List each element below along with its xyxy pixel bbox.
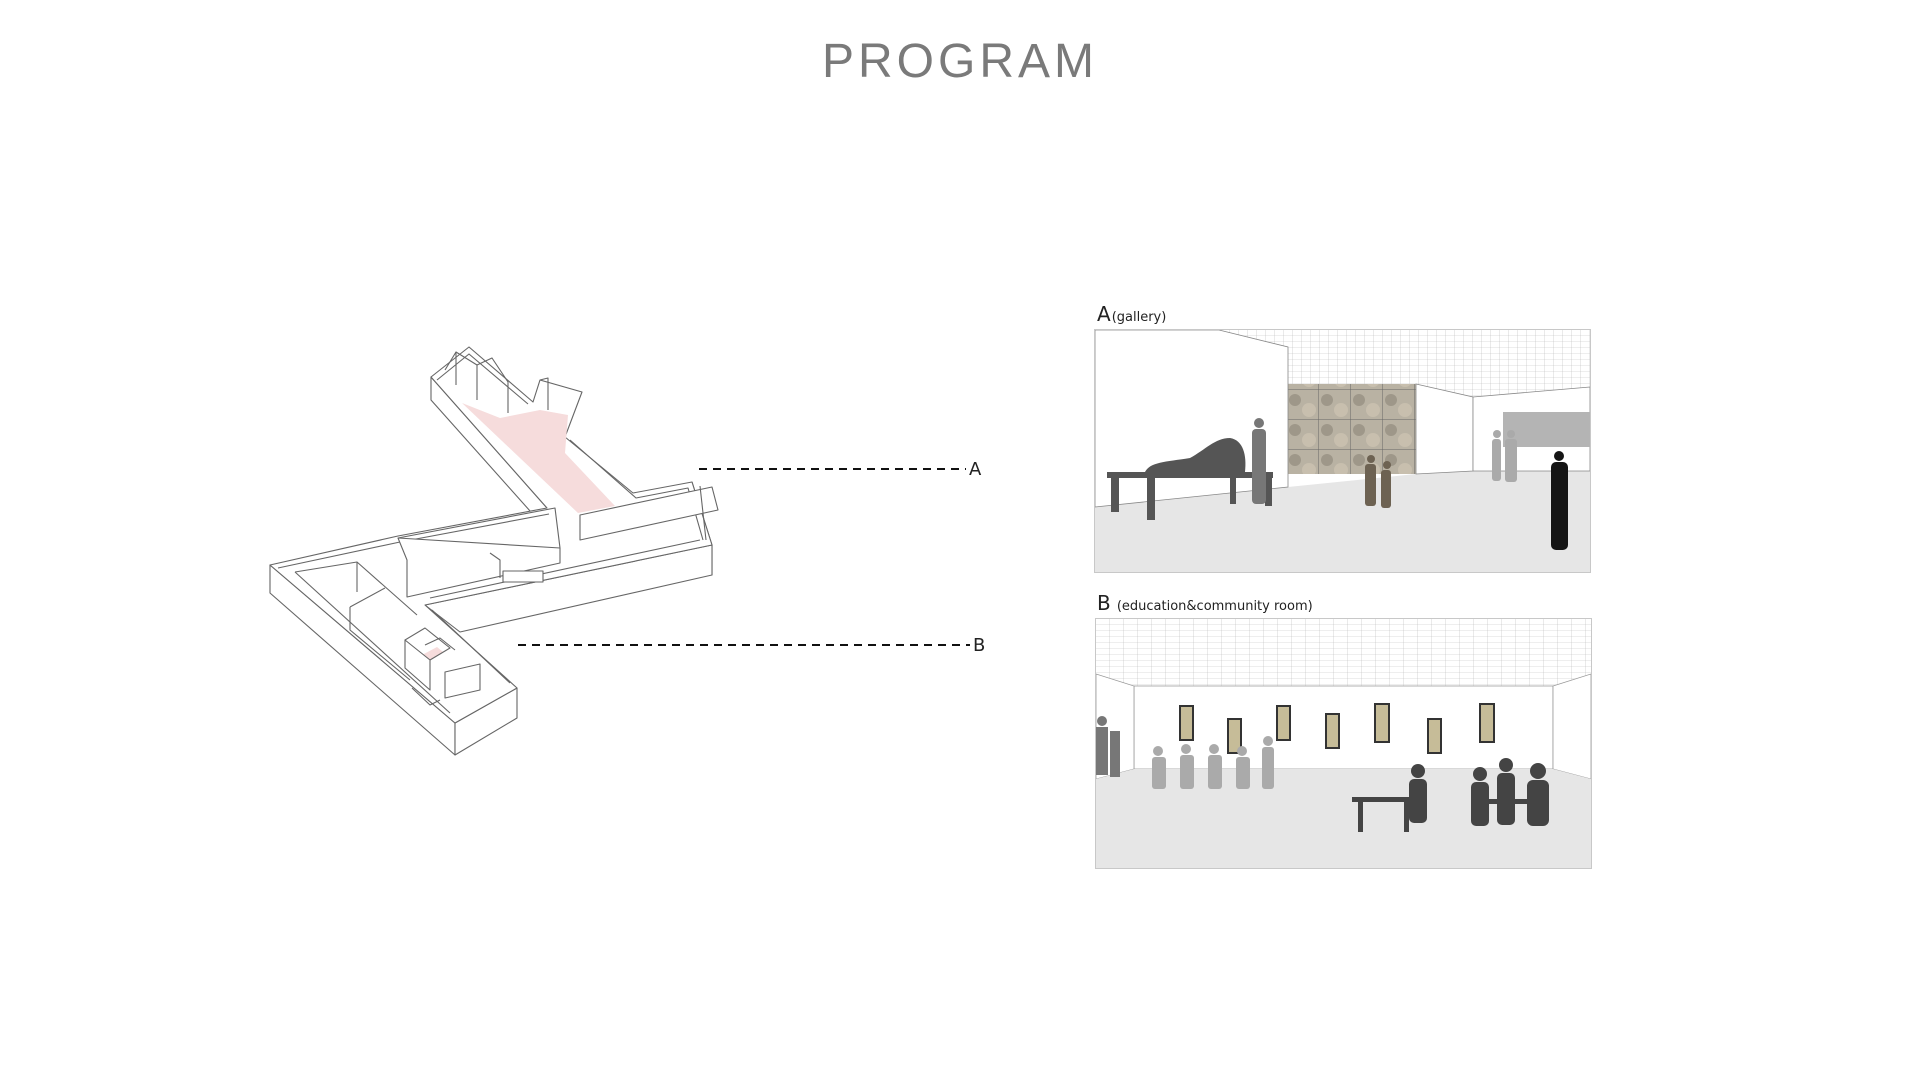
gallery-perspective-view — [1094, 329, 1591, 573]
window — [1288, 384, 1416, 474]
children-silhouettes — [1365, 455, 1391, 508]
view-a-letter: A — [1097, 302, 1111, 326]
view-b-letter: B — [1097, 591, 1111, 615]
table-group-silhouettes — [1352, 758, 1549, 832]
view-a-caption: (gallery) — [1111, 310, 1167, 325]
ceiling-grid — [1219, 330, 1590, 397]
section-cut-b-label: B — [973, 635, 986, 656]
back-wall — [1415, 383, 1474, 475]
view-b-label: B (education&community room) — [1097, 591, 1313, 615]
gallery-highlight — [462, 403, 615, 513]
wall-windows — [1179, 703, 1495, 754]
floor — [1096, 769, 1591, 868]
section-cut-a-label: A — [969, 459, 982, 480]
view-a-label: A(gallery) — [1097, 302, 1166, 326]
community-room-perspective-view — [1095, 618, 1592, 869]
ceiling-grid — [1096, 619, 1591, 686]
person-silhouette — [1252, 418, 1266, 504]
floor — [1095, 471, 1590, 572]
seated-audience — [1152, 736, 1274, 789]
display-board — [1503, 412, 1590, 447]
speaker-silhouette — [1096, 716, 1120, 777]
sculpture-table — [1107, 438, 1273, 520]
building-outline — [269, 346, 713, 724]
visitors-silhouettes — [1492, 430, 1517, 482]
view-b-caption: (education&community room) — [1116, 599, 1313, 614]
page-title: PROGRAM — [821, 35, 1098, 88]
woman-silhouette — [1551, 451, 1568, 550]
side-wall — [1552, 673, 1591, 780]
